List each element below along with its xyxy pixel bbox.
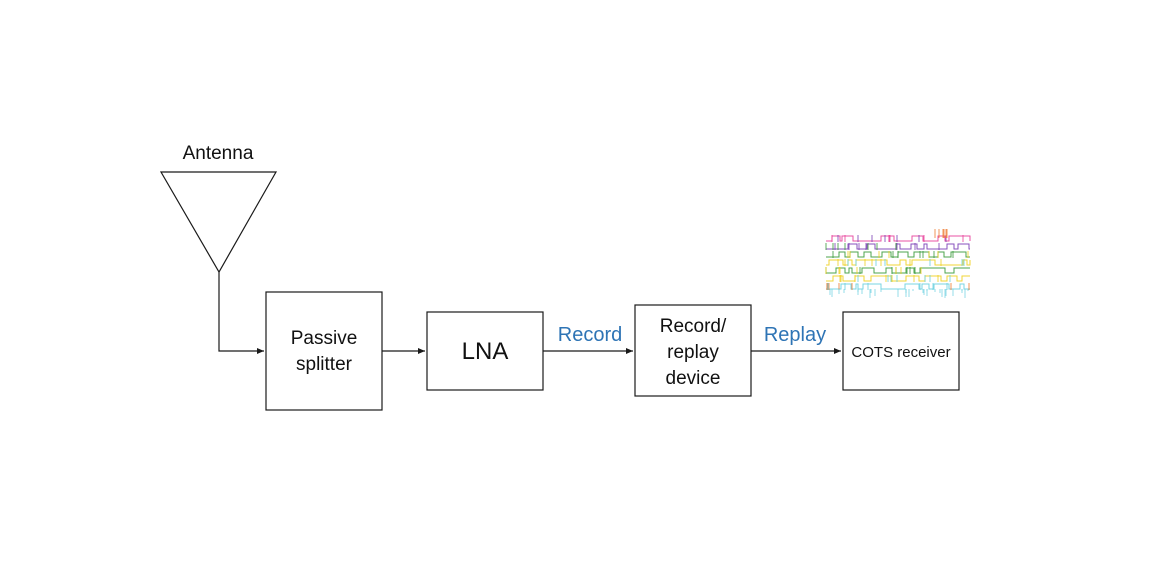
lna-label: LNA [462, 338, 509, 365]
cots-receiver-box [842, 311, 960, 391]
signal-trace-row [826, 283, 970, 290]
antenna-label: Antenna [183, 143, 254, 164]
antenna: Antenna [159, 143, 278, 274]
signal-trace-row [826, 267, 970, 274]
signal-trace-row [826, 235, 971, 242]
antenna-to-splitter-connector [218, 272, 264, 354]
cots-receiver-block: COTS receiver [842, 311, 960, 391]
record-replay-device-label-line1: Record/ [660, 316, 727, 337]
lna-box [426, 311, 544, 391]
cots-receiver-label: COTS receiver [851, 344, 950, 361]
antenna-triangle-icon [159, 171, 278, 274]
replay-edge-label: Replay [764, 324, 826, 346]
record-replay-device-label-line2: replay [667, 342, 719, 363]
record-replay-device-block: Record/ replay device [634, 304, 752, 397]
record-replay-device-label-line3: device [666, 368, 721, 389]
signal-trace-row [826, 243, 970, 250]
signal-trace-row [826, 275, 970, 282]
passive-splitter-label-line2: splitter [296, 354, 353, 375]
record-edge-label: Record [558, 324, 622, 346]
passive-splitter-box [265, 291, 383, 411]
signal-spectrum-icon [825, 229, 971, 298]
record-replay-device-box [634, 304, 752, 397]
passive-splitter-label-line1: Passive [291, 328, 358, 349]
passive-splitter-block: Passive splitter [265, 291, 383, 411]
lna-block: LNA [426, 311, 544, 391]
signal-trace-row [826, 259, 971, 266]
